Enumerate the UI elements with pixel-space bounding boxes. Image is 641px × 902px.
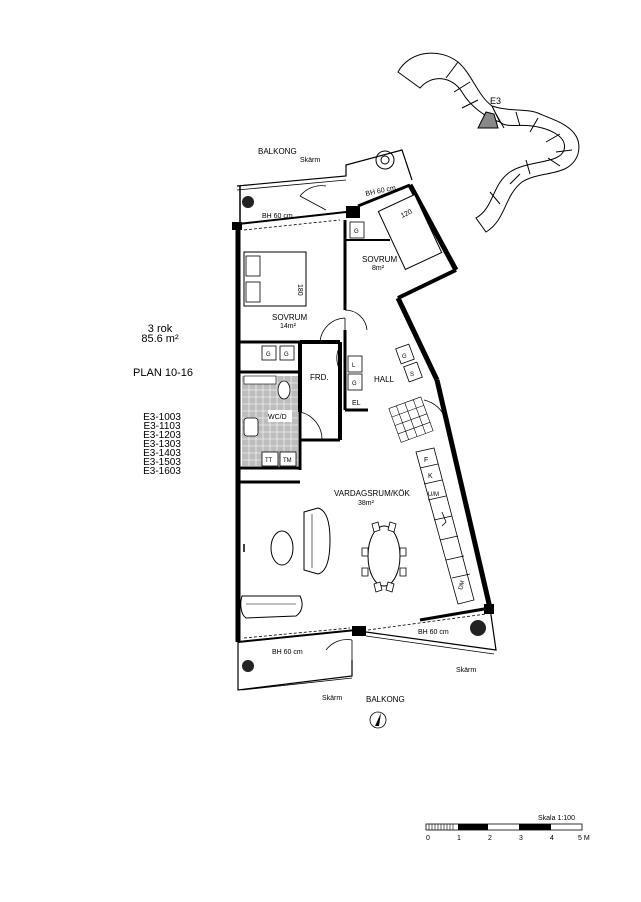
unit-code: E3-1503 [143, 457, 181, 468]
wardrobe-g [349, 221, 365, 239]
scale-tick: 3 [519, 835, 523, 842]
sofa-horizontal [240, 595, 303, 619]
sofa-vertical [303, 507, 331, 575]
scale-tick: 0 [426, 835, 430, 842]
wardrobe-label: G [266, 352, 271, 358]
balcony-bottom-label: BALKONG [366, 695, 405, 704]
bed-size-small: 120 [400, 208, 414, 219]
tm-label: TM [283, 458, 292, 464]
scale-tick: 4 [550, 835, 554, 842]
bedroom-small-name: SOVRUM [362, 255, 397, 264]
wardrobe-g [261, 345, 277, 361]
kitchen-counter [415, 447, 475, 605]
hall-label: HALL [374, 375, 395, 384]
coffee-table [270, 530, 294, 566]
electrical-label: EL [352, 400, 361, 407]
unit-codes: E3-1003 E3-1103 E3-1203 E3-1303 E3-1403 … [136, 412, 188, 477]
wardrobe-room-label: FRD. [310, 373, 329, 382]
dining-table [367, 525, 401, 587]
plan-label: PLAN 10-16 [133, 367, 193, 379]
unit-code: E3-1603 [143, 466, 181, 477]
north-arrow-icon [369, 711, 387, 729]
kitchen-oven-label: U/M [428, 492, 439, 498]
apartment-type: 3 rok [147, 323, 173, 335]
keyplan-building: E3 [490, 96, 501, 106]
wardrobe-label: G [402, 354, 407, 360]
wardrobe-label: G [352, 381, 357, 387]
unit-code: E3-1003 [143, 412, 181, 423]
apartment-info: 3 rok 85.6 m² [128, 323, 192, 345]
tt-label: TT [265, 458, 273, 464]
balcony-bottom: BH 60 cm BH 60 cm Skärm Skärm BALKONG [237, 607, 497, 704]
scale-tick: 5 M [578, 835, 590, 842]
apartment-area: 85.6 m² [141, 333, 179, 345]
bathroom-label: WC/D [268, 414, 287, 421]
entry-mat [388, 396, 434, 443]
single-bed [377, 193, 443, 271]
living-kitchen: VARDAGSRUM/KÖK 38m² [240, 447, 475, 619]
scale-tick: 2 [488, 835, 492, 842]
screen-label-bottom-left: Skärm [322, 695, 342, 702]
screen-label-top: Skärm [300, 157, 320, 164]
shower-bench [243, 375, 277, 385]
kitchen-fridge-label: F [424, 457, 428, 464]
sink [243, 417, 259, 437]
unit-code: E3-1403 [143, 448, 181, 459]
bedroom-small-area: 8m² [372, 265, 385, 272]
toilet [277, 380, 291, 400]
bed-size-large: 180 [296, 284, 303, 296]
kitchen-dishwasher-label: DM [458, 580, 466, 591]
washer [261, 451, 279, 467]
bedroom-small: 120 G SOVRUM 8m² [349, 193, 443, 272]
living-kitchen-name: VARDAGSRUM/KÖK [334, 489, 411, 498]
window-lines [243, 219, 487, 639]
bedroom-large-name: SOVRUM [272, 313, 307, 322]
balcony-top: BALKONG Skärm BH 60 cm BH 60 cm [236, 147, 413, 226]
wardrobe-g [279, 345, 295, 361]
bedroom-large-area: 14m² [280, 323, 297, 330]
scale-tick: 1 [457, 835, 461, 842]
unit-code: E3-1303 [143, 439, 181, 450]
bedroom-large: 180 SOVRUM 14m² G G [243, 251, 307, 361]
unit-code: E3-1203 [143, 430, 181, 441]
railing-label-bottom-right: BH 60 cm [418, 629, 449, 636]
wardrobe-label: L [352, 363, 356, 369]
dining-chairs [361, 521, 407, 593]
railing-label-bottom-left: BH 60 cm [272, 649, 303, 656]
living-kitchen-area: 38m² [358, 500, 375, 507]
exterior-walls [232, 183, 494, 643]
unit-code: E3-1103 [143, 421, 181, 432]
kitchen-freezer-label: K [428, 473, 433, 480]
keyplan-highlight [477, 111, 499, 129]
scale-title: Skala 1:100 [538, 815, 575, 822]
key-plan: E3 [397, 52, 580, 233]
railing-label-top-left: BH 60 cm [262, 213, 293, 220]
scale-bar: Skala 1:100 0 1 2 3 4 5 M [425, 815, 590, 842]
wardrobe-label: S [410, 372, 414, 378]
screen-label-bottom-right: Skärm [456, 667, 476, 674]
wardrobe-label: G [284, 352, 289, 358]
balcony-top-label: BALKONG [258, 147, 297, 156]
dryer [279, 451, 297, 467]
bathroom: WC/D TT TM [242, 375, 298, 467]
wardrobe-label: G [354, 229, 359, 235]
hall-area: FRD. L G EL HALL G S [310, 343, 434, 443]
